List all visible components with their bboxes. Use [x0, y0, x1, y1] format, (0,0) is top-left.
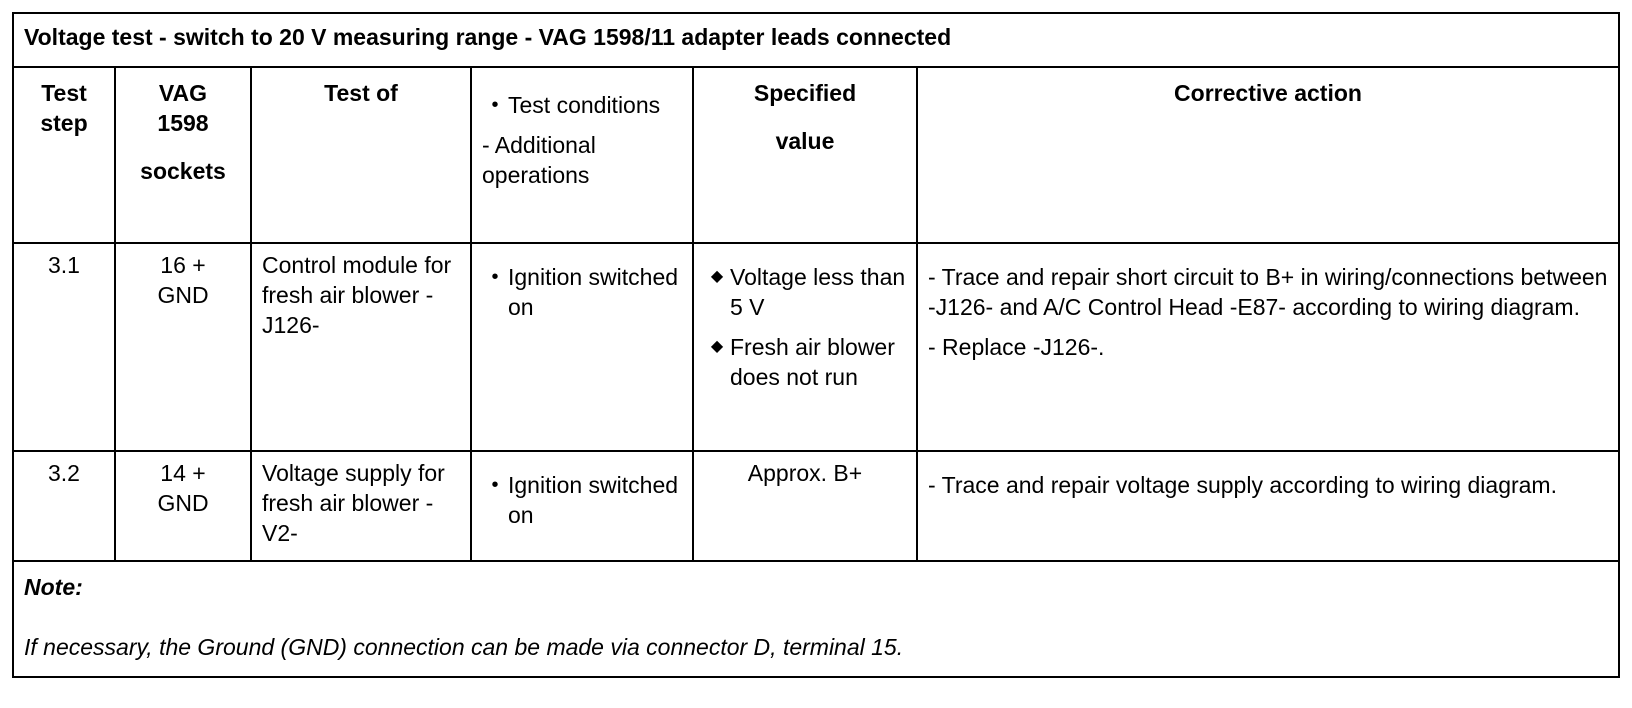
table-title-row: Voltage test - switch to 20 V measuring …	[12, 12, 1620, 68]
table-row: 3.2 14 + GND Voltage supply for fresh ai…	[12, 450, 1620, 562]
row-corrective-text: - Replace -J126-.	[928, 334, 1105, 360]
header-row: Test step VAG 1598 sockets Test of • Tes…	[12, 66, 1620, 244]
row-corrective-text: - Trace and repair voltage supply accord…	[928, 472, 1557, 498]
row-test-of: Voltage supply for fresh air blower -V2-	[250, 450, 472, 562]
row-specified-text: Voltage less than 5 V	[730, 264, 906, 320]
row-condition-text: Ignition switched on	[508, 264, 679, 320]
row-step: 3.1	[12, 242, 116, 452]
row-sockets: 14 + GND	[114, 450, 252, 562]
header-test-step: Test step	[12, 66, 116, 244]
header-specified-line1: Specified	[753, 80, 857, 106]
row-specified-text: Fresh air blower does not run	[730, 334, 895, 390]
note-text: If necessary, the Ground (GND) connectio…	[24, 634, 904, 660]
row-sockets: 16 + GND	[114, 242, 252, 452]
bullet-icon: •	[491, 94, 499, 116]
row-corrective: - Trace and repair voltage supply accord…	[916, 450, 1620, 562]
note-row: Note: If necessary, the Ground (GND) con…	[12, 560, 1620, 678]
bullet-icon: •	[491, 474, 499, 496]
header-test-of-label: Test of	[324, 80, 398, 106]
header-corrective-label: Corrective action	[1174, 80, 1362, 106]
row-corrective: - Trace and repair short circuit to B+ i…	[916, 242, 1620, 452]
header-test-step-line1: Test	[41, 80, 87, 106]
voltage-test-table-container: Voltage test - switch to 20 V measuring …	[12, 12, 1620, 678]
row-specified-item: ◆ Voltage less than 5 V	[704, 262, 906, 322]
row-sockets-line2: GND	[157, 490, 209, 516]
row-condition-bullet: • Ignition switched on	[482, 470, 682, 530]
row-test-of: Control module for fresh air blower -J12…	[250, 242, 472, 452]
row-condition-bullet: • Ignition switched on	[482, 262, 682, 322]
row-specified: ◆ Voltage less than 5 V ◆ Fresh air blow…	[692, 242, 918, 452]
header-conditions-dash-text: - Additional operations	[482, 132, 596, 188]
header-conditions: • Test conditions - Additional operation…	[470, 66, 694, 244]
header-sockets-line3: sockets	[140, 158, 226, 184]
row-corrective-text: - Trace and repair short circuit to B+ i…	[928, 264, 1608, 320]
bullet-icon: •	[491, 266, 499, 288]
diamond-bullet-icon: ◆	[710, 268, 724, 285]
row-sockets-line1: 16 +	[160, 252, 206, 278]
header-test-of: Test of	[250, 66, 472, 244]
table-title: Voltage test - switch to 20 V measuring …	[12, 12, 1620, 68]
table-row: 3.1 16 + GND Control module for fresh ai…	[12, 242, 1620, 452]
header-conditions-bullet-text: Test conditions	[508, 92, 661, 118]
row-sockets-line1: 14 +	[160, 460, 206, 486]
row-condition: • Ignition switched on	[470, 242, 694, 452]
row-condition: • Ignition switched on	[470, 450, 694, 562]
header-sockets-line2: 1598	[157, 110, 209, 136]
voltage-test-table: Voltage test - switch to 20 V measuring …	[12, 12, 1620, 678]
header-specified: Specified value	[692, 66, 918, 244]
row-specified: Approx. B+	[692, 450, 918, 562]
row-sockets-line2: GND	[157, 282, 209, 308]
header-conditions-bullet: • Test conditions	[482, 90, 682, 120]
note-cell: Note: If necessary, the Ground (GND) con…	[12, 560, 1620, 678]
row-condition-text: Ignition switched on	[508, 472, 679, 528]
header-corrective: Corrective action	[916, 66, 1620, 244]
row-step: 3.2	[12, 450, 116, 562]
header-sockets-line1: VAG	[158, 80, 208, 106]
note-title: Note:	[24, 574, 83, 600]
row-specified-item: ◆ Fresh air blower does not run	[704, 332, 906, 392]
header-test-step-line2: step	[40, 110, 88, 136]
header-specified-line2: value	[775, 128, 835, 154]
header-sockets: VAG 1598 sockets	[114, 66, 252, 244]
diamond-bullet-icon: ◆	[710, 338, 724, 355]
